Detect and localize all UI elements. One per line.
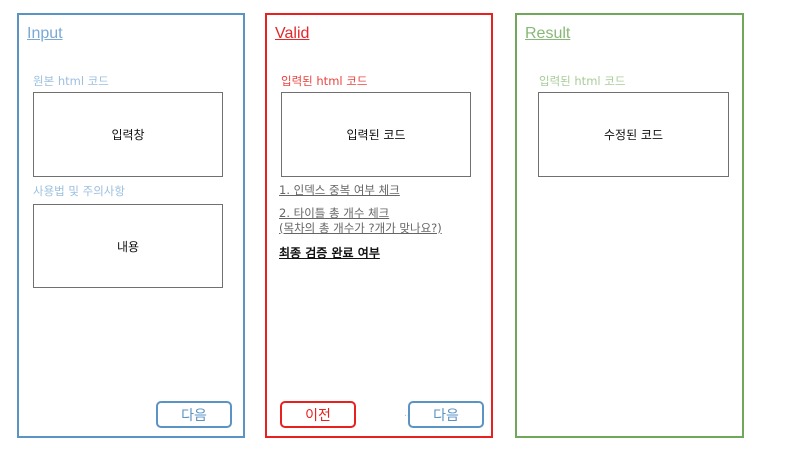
check-title-count[interactable]: 2. 타이틀 총 개수 체크 [279, 206, 390, 220]
input-panel: Input 원본 html 코드 입력창 사용법 및 주의사항 내용 다음 [17, 13, 245, 438]
entered-code-label: 입력된 html 코드 [281, 74, 368, 88]
usage-notes-text: 내용 [116, 239, 140, 254]
check-index-duplicate[interactable]: 1. 인덱스 중복 여부 체크 [279, 183, 400, 197]
source-code-label: 원본 html 코드 [33, 74, 109, 88]
valid-panel-title[interactable]: Valid [275, 25, 310, 42]
result-panel-title[interactable]: Result [525, 25, 571, 42]
valid-panel: Valid 입력된 html 코드 입력된 코드 1. 인덱스 중복 여부 체크… [265, 13, 493, 438]
valid-prev-button[interactable]: 이전 [280, 401, 356, 428]
check-title-count-question: (목차의 총 개수가 ?개가 맞나요?) [279, 221, 442, 235]
input-next-button[interactable]: 다음 [156, 401, 232, 428]
valid-next-button[interactable]: 다음 [408, 401, 484, 428]
result-panel: Result 입력된 html 코드 수정된 코드 [515, 13, 744, 438]
usage-notes-label: 사용법 및 주의사항 [33, 184, 125, 198]
entered-code-box: 입력된 코드 [281, 92, 471, 177]
source-code-input-text: 입력창 [111, 128, 145, 142]
entered-code-text: 입력된 코드 [346, 128, 406, 142]
dots-indicator: .. [404, 409, 410, 419]
result-code-label: 입력된 html 코드 [539, 74, 626, 88]
usage-notes-box: 내용 [33, 204, 223, 288]
modified-code-text: 수정된 코드 [603, 128, 663, 142]
final-validation-status[interactable]: 최종 검증 완료 여부 [279, 246, 380, 260]
source-code-input[interactable]: 입력창 [33, 92, 223, 177]
modified-code-box: 수정된 코드 [538, 92, 729, 177]
input-panel-title[interactable]: Input [27, 25, 63, 42]
